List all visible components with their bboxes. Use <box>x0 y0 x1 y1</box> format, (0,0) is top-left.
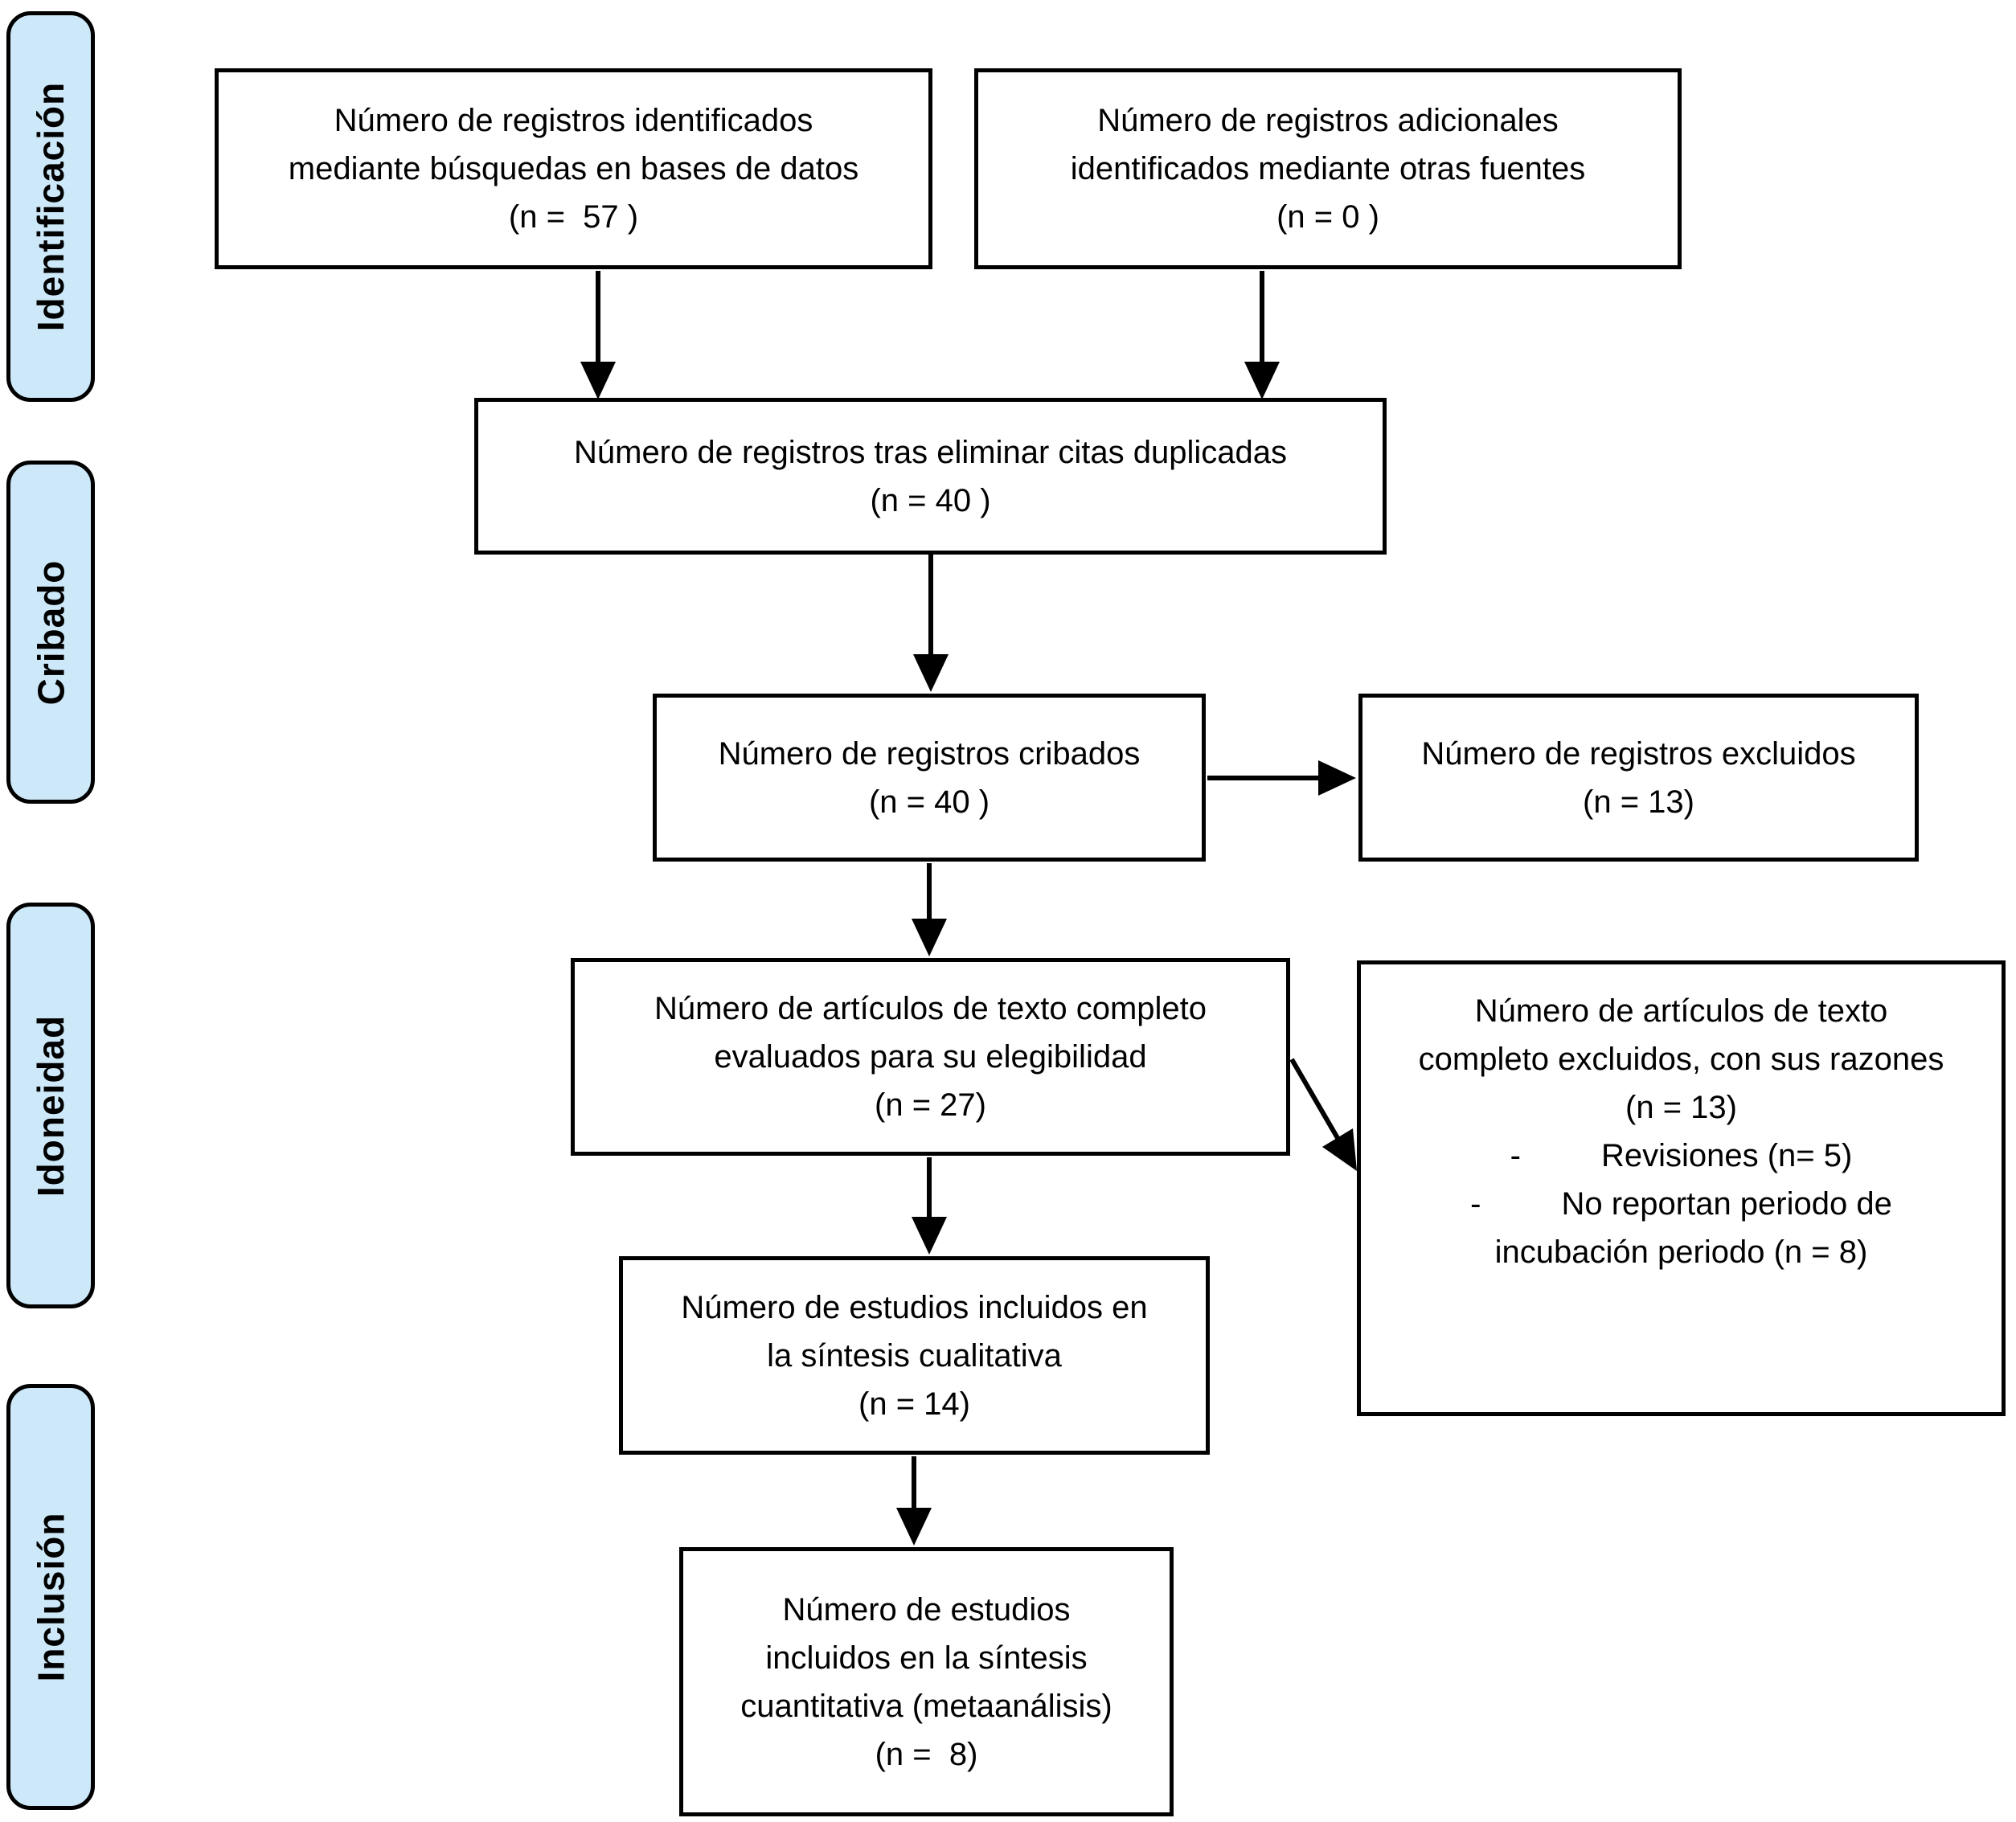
stage-label-idoneidad: Idoneidad <box>30 1014 72 1197</box>
box-count: (n = 40 ) <box>870 482 991 518</box>
stage-label-cribado: Cribado <box>30 559 72 705</box>
box-count: (n = 13) <box>1583 784 1694 820</box>
box-text-line: Número de estudios <box>782 1591 1071 1628</box>
arrow-fulltext-to-qualitative <box>912 1157 947 1255</box>
arrow-identified-to-deduplicated <box>580 271 616 399</box>
box-qualitative-synthesis: Número de estudios incluidos en la sínte… <box>619 1256 1210 1455</box>
box-fulltext-assessed: Número de artículos de texto completo ev… <box>571 958 1290 1156</box>
arrow-screened-to-excluded <box>1207 760 1356 796</box>
box-records-screened: Número de registros cribados (n = 40 ) <box>653 694 1206 862</box>
arrow-qualitative-to-quantitative <box>896 1456 932 1546</box>
arrow-deduplicated-to-screened <box>913 555 949 692</box>
box-additional-records: Número de registros adicionales identifi… <box>974 68 1682 269</box>
stage-tab-idoneidad: Idoneidad <box>6 903 95 1308</box>
box-text-line: completo excluidos, con sus razones <box>1418 1042 1944 1077</box>
box-text-line: Número de artículos de texto <box>1474 993 1888 1029</box>
excluded-reason-item: incubación periodo (n = 8) <box>1494 1234 1868 1270</box>
stage-label-identificacion: Identificación <box>30 81 72 332</box>
box-text-line: Número de registros excluidos <box>1421 735 1856 772</box>
excluded-reason-item: - Revisiones (n= 5) <box>1510 1138 1853 1173</box>
box-count: (n = 40 ) <box>868 784 990 820</box>
arrow-additional-to-deduplicated <box>1244 271 1280 399</box>
box-text-line: la síntesis cualitativa <box>767 1337 1062 1374</box>
box-after-duplicates-removed: Número de registros tras eliminar citas … <box>474 398 1387 555</box>
box-count: (n = 27) <box>875 1087 986 1123</box>
stage-tab-identificacion: Identificación <box>6 11 95 402</box>
arrow-fulltext-to-fulltext-excluded <box>1289 1058 1357 1171</box>
arrow-screened-to-fulltext <box>912 863 947 956</box>
stage-label-inclusion: Inclusión <box>30 1512 72 1682</box>
box-text-line: mediante búsquedas en bases de datos <box>288 151 859 186</box>
box-text-line: Número de estudios incluidos en <box>681 1289 1148 1325</box>
box-text-line: Número de registros identificados <box>334 103 813 138</box>
box-text-line: cuantitativa (metaanálisis) <box>740 1688 1112 1724</box>
box-count: (n = 57 ) <box>508 199 639 235</box>
box-quantitative-synthesis: Número de estudios incluidos en la sínte… <box>679 1547 1174 1816</box>
stage-tab-inclusion: Inclusión <box>6 1384 95 1810</box>
box-count: (n = 8) <box>875 1736 978 1772</box>
box-text-line: Número de registros tras eliminar citas … <box>573 434 1288 470</box>
box-text-line: identificados mediante otras fuentes <box>1070 151 1586 186</box>
box-records-excluded: Número de registros excluidos (n = 13) <box>1358 694 1919 862</box>
box-count: (n = 0 ) <box>1276 199 1379 235</box>
box-text-line: Número de artículos de texto completo <box>654 991 1207 1026</box>
box-count: (n = 14) <box>858 1386 970 1422</box>
box-fulltext-excluded-reasons: Número de artículos de texto completo ex… <box>1357 960 2006 1416</box>
excluded-reason-item: - No reportan periodo de <box>1470 1186 1892 1222</box>
box-text-line: Número de registros adicionales <box>1097 103 1559 138</box>
box-text-line: incluidos en la síntesis <box>765 1640 1088 1676</box>
box-text-line: Número de registros cribados <box>718 735 1141 772</box>
box-records-identified: Número de registros identificados median… <box>215 68 932 269</box>
stage-tab-cribado: Cribado <box>6 461 95 804</box>
box-text-line: evaluados para su elegibilidad <box>714 1039 1147 1075</box>
box-count: (n = 13) <box>1625 1090 1737 1125</box>
